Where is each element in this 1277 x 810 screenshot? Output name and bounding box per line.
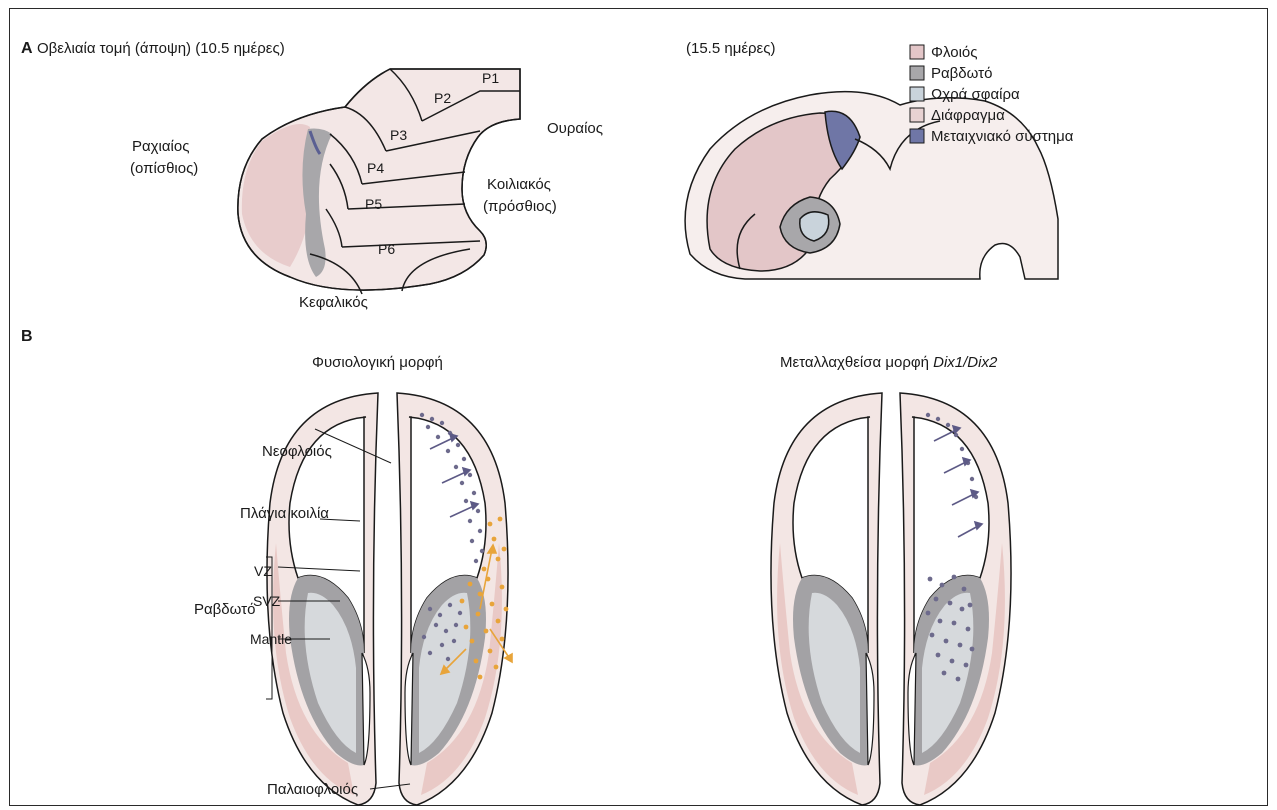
- label-mantle: Mantle: [250, 631, 292, 647]
- legend-swatch-globus-pallidus: [910, 87, 924, 101]
- left-section-title: Φυσιολογική μορφή: [312, 354, 443, 371]
- right-title-prefix: Μεταλλαχθείσα μορφή: [780, 354, 933, 371]
- legend-label-striatum: Ραβδωτό: [931, 65, 992, 82]
- region-p1: P1: [482, 70, 499, 86]
- legend-label-globus-pallidus: Ωχρά σφαίρα: [931, 86, 1020, 103]
- right-title-gene: Dix1/Dix2: [933, 354, 998, 371]
- label-rostral: Κεφαλικός: [299, 294, 368, 311]
- figure-svg: A Οβελιαία τομή (άποψη) (10.5 ημέρες) (1…: [10, 9, 1269, 807]
- part-a-title: Οβελιαία τομή (άποψη) (10.5 ημέρες): [37, 40, 285, 57]
- sagittal-10-5-diagram: [238, 69, 520, 294]
- legend-swatch-striatum: [910, 66, 924, 80]
- label-lateral-ventricle: Πλάγια κοιλία: [240, 505, 329, 522]
- legend-swatch-cortex: [910, 45, 924, 59]
- label-caudal: Ουραίος: [547, 120, 603, 137]
- part-a-title-2: (15.5 ημέρες): [686, 40, 775, 57]
- label-dorsal-sub: (οπίσθιος): [130, 160, 198, 177]
- region-p5: P5: [365, 196, 382, 212]
- region-p3: P3: [390, 127, 407, 143]
- label-ventral: Κοιλιακός: [487, 176, 551, 193]
- legend-swatch-septum: [910, 108, 924, 122]
- part-b-letter: B: [21, 328, 33, 345]
- label-vz: VZ: [254, 563, 272, 579]
- label-paleocortex: Παλαιοφλοιός: [267, 781, 358, 798]
- part-a-letter: A: [21, 40, 33, 57]
- region-p4: P4: [367, 160, 384, 176]
- legend-swatch-thalamic: [910, 129, 924, 143]
- right-section-title: Μεταλλαχθείσα μορφή Dix1/Dix2: [780, 354, 998, 371]
- label-neocortex: Νεοφλοιός: [262, 443, 332, 460]
- legend-label-septum: Διάφραγμα: [931, 107, 1005, 124]
- label-ventral-sub: (πρόσθιος): [483, 198, 557, 215]
- figure-panel: A Οβελιαία τομή (άποψη) (10.5 ημέρες) (1…: [9, 8, 1268, 806]
- legend: Φλοιός Ραβδωτό Ωχρά σφαίρα Διάφραγμα Μετ…: [910, 44, 1074, 145]
- region-p2: P2: [434, 90, 451, 106]
- label-striatum: Ραβδωτό: [194, 601, 255, 618]
- legend-label-cortex: Φλοιός: [931, 44, 978, 61]
- mutant-brain-section: [771, 393, 1011, 805]
- label-svz: SVZ: [253, 593, 281, 609]
- legend-label-thalamic: Μεταιχνιακό σύστημα: [931, 128, 1074, 145]
- label-dorsal: Ραχιαίος: [132, 138, 189, 155]
- region-p6: P6: [378, 241, 395, 257]
